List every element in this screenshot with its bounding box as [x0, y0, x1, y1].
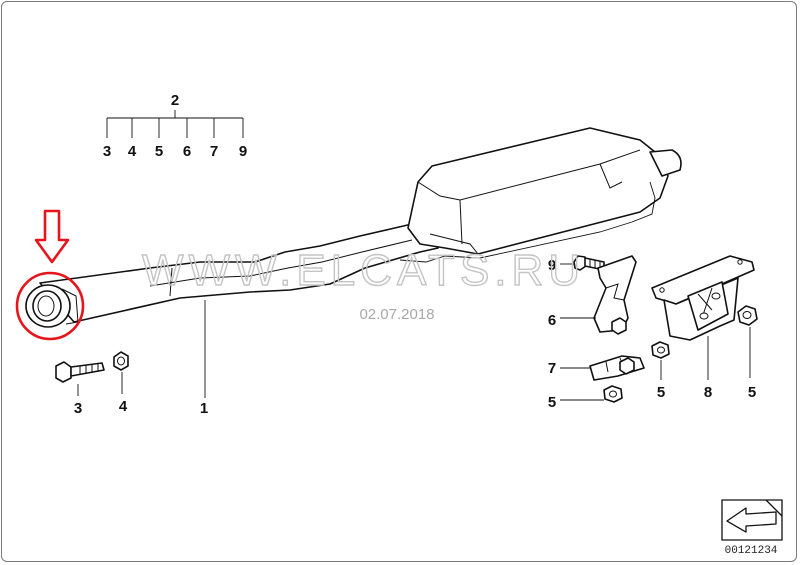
group-bracket: [106, 110, 244, 138]
clamp-strap[interactable]: [589, 355, 645, 381]
callout-bracket: 6: [548, 312, 556, 329]
rubber-mount[interactable]: [651, 255, 755, 341]
nut-bottom-left[interactable]: [603, 385, 623, 403]
nut-center[interactable]: [651, 341, 670, 359]
highlight-marker: [15, 209, 85, 341]
group-item-3: 3: [103, 143, 111, 160]
highlight-circle: [15, 271, 85, 341]
callout-nut: 4: [119, 398, 128, 415]
callout-nut-right: 5: [748, 384, 756, 401]
group-item-6: 6: [183, 143, 191, 160]
down-arrow-icon: [34, 209, 70, 264]
callout-rear-silencer: 1: [200, 400, 208, 417]
callout-2-group: 2: [171, 92, 179, 109]
document-number: 00121234: [725, 545, 778, 557]
hanger-bracket[interactable]: [593, 255, 637, 335]
callout-clamp: 7: [548, 360, 556, 377]
nut-right[interactable]: [737, 305, 758, 326]
callout-rubber-mount: 8: [704, 384, 712, 401]
date-stamp: 02.07.2018: [359, 306, 434, 323]
watermark: WWW.ELCATS.RU: [142, 246, 585, 295]
callout-bolt: 9: [548, 257, 556, 274]
group-item-9: 9: [239, 143, 247, 160]
rear-silencer[interactable]: [25, 127, 682, 328]
callout-screw: 3: [74, 400, 82, 417]
callout-nut-bottom-left: 5: [548, 394, 556, 411]
hex-bolt[interactable]: [55, 361, 105, 383]
group-item-4: 4: [128, 143, 137, 160]
group-item-7: 7: [210, 143, 218, 160]
callout-nut-center: 5: [657, 384, 665, 401]
hex-nut[interactable]: [113, 351, 129, 371]
group-item-5: 5: [155, 143, 163, 160]
page-corner-arrow-icon: [721, 499, 783, 541]
